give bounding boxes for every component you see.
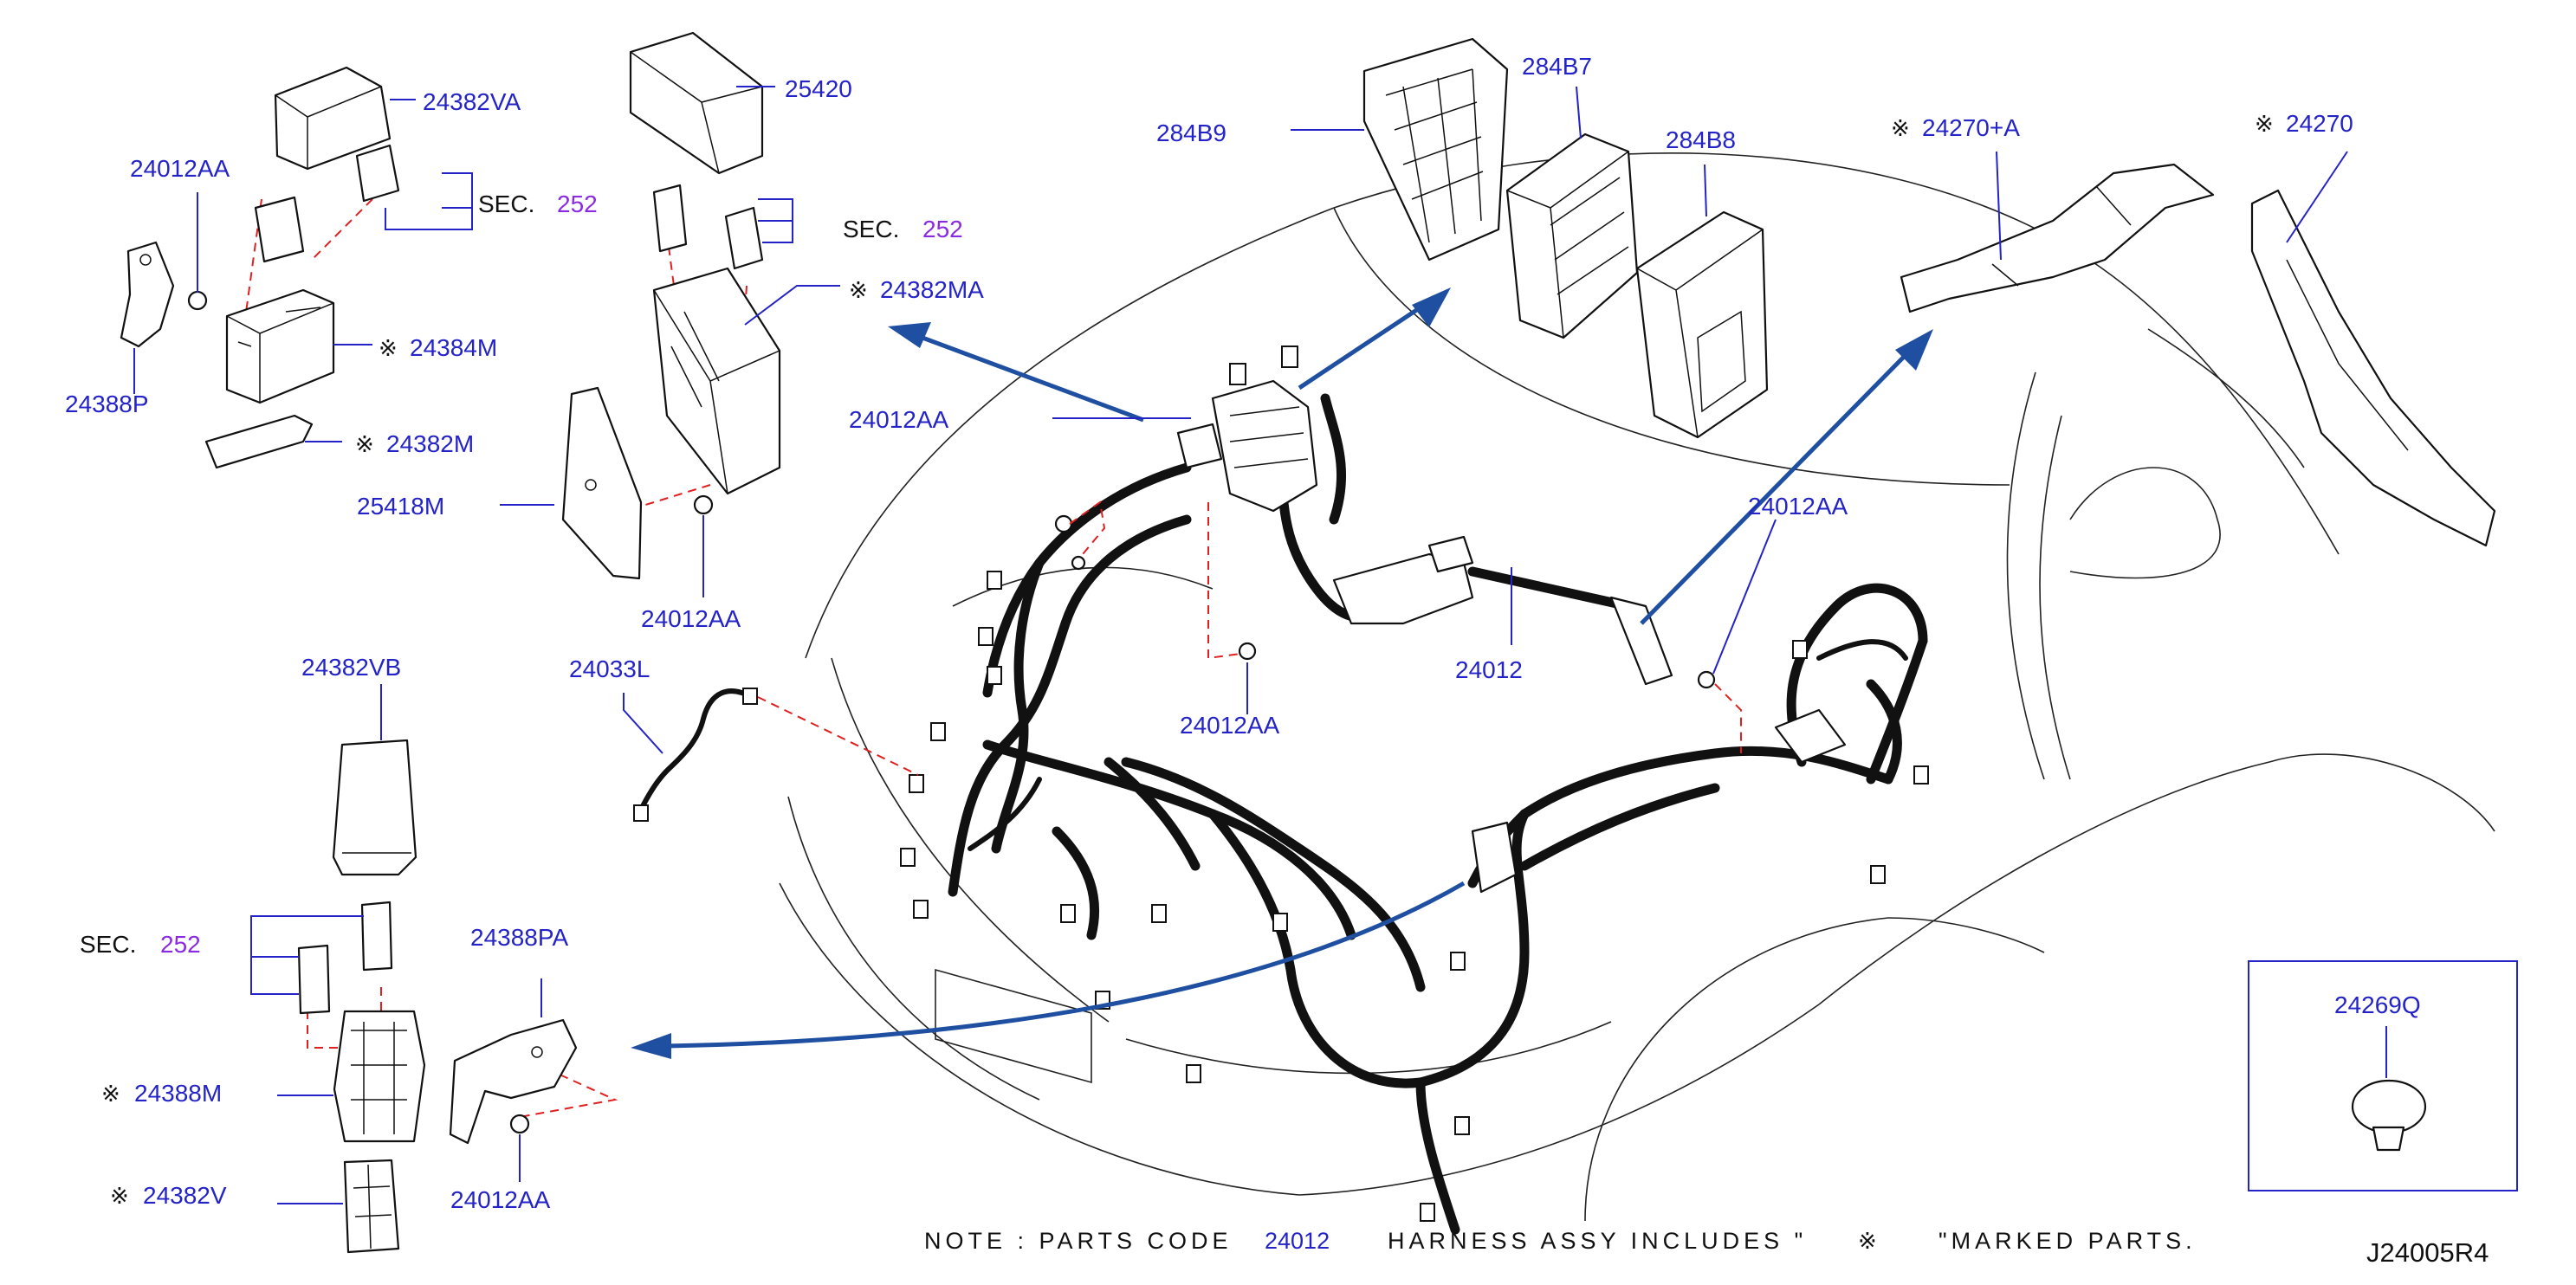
section-references: SEC. 252 SEC. 252 SEC. 252 <box>80 190 963 958</box>
label-24270: 24270 <box>2286 110 2353 137</box>
cover-25420 <box>629 31 764 175</box>
sec-label-3: SEC. <box>80 931 136 958</box>
label-25418M: 25418M <box>357 493 444 520</box>
note-mark: ※ <box>1858 1229 1877 1255</box>
label-24269Q: 24269Q <box>2334 991 2421 1018</box>
relays-small-top-left <box>254 144 400 263</box>
fuse-box-24388M <box>333 1010 426 1143</box>
bracket-24270 <box>2250 189 2496 547</box>
label-24384M: 24384M <box>410 334 497 361</box>
label-25420: 25420 <box>785 75 852 102</box>
mark-24382V: ※ <box>110 1184 129 1210</box>
leader-lines <box>133 86 2387 1204</box>
harness-24033L <box>633 688 758 822</box>
bolt-top-left <box>187 290 208 311</box>
relays-small-top-center <box>652 184 764 270</box>
sec-number-3: 252 <box>160 931 201 958</box>
bracket-24270A <box>1900 163 2215 313</box>
bracket-25418M <box>561 386 643 580</box>
label-24012AA-lower: 24012AA <box>1180 712 1280 739</box>
note-suffix: "MARKED PARTS. <box>1938 1228 2197 1254</box>
module-284B8 <box>1635 210 1769 439</box>
note-prefix: NOTE : PARTS CODE <box>924 1228 1233 1254</box>
fuse-box-24382MA <box>652 267 781 495</box>
bolt-top-center <box>693 494 714 515</box>
main-harness <box>948 393 1928 1235</box>
part-labels: 24382VA 25420 24012AA 24388P ※ 24384M ※ … <box>65 53 2421 1213</box>
bolt-bottom-left <box>509 1114 530 1134</box>
sec-number-2: 252 <box>922 216 963 242</box>
cover-24382VB <box>332 739 417 876</box>
mark-24270: ※ <box>2255 112 2274 138</box>
relay-24382VA <box>274 66 392 171</box>
label-24382MA: 24382MA <box>880 276 984 303</box>
label-24388PA: 24388PA <box>470 924 568 951</box>
sec-label-1: SEC. <box>478 190 534 217</box>
mark-24382MA: ※ <box>849 278 868 304</box>
label-24382V: 24382V <box>143 1182 227 1209</box>
sec-number-1: 252 <box>557 190 598 217</box>
label-24382M: 24382M <box>386 430 474 457</box>
mark-24388M: ※ <box>101 1082 120 1107</box>
harness-junction-box <box>1176 379 1847 894</box>
label-24012AA-top-left: 24012AA <box>130 155 230 182</box>
label-24012AA-right: 24012AA <box>1748 493 1848 520</box>
harness-bracket <box>1332 535 1673 686</box>
label-24012AA-mid: 24012AA <box>641 605 741 632</box>
label-24012AA-bottom: 24012AA <box>450 1186 551 1213</box>
label-24270A: 24270+A <box>1922 114 2020 141</box>
mark-24270A: ※ <box>1891 116 1910 142</box>
note-middle: HARNESS ASSY INCLUDES " <box>1388 1228 1807 1254</box>
sec-label-2: SEC. <box>843 216 899 242</box>
cover-24382V <box>343 1159 400 1254</box>
label-284B8: 284B8 <box>1666 126 1736 153</box>
module-284B9 <box>1362 37 1509 262</box>
label-24012AA-center: 24012AA <box>849 406 949 433</box>
label-24012: 24012 <box>1455 656 1523 683</box>
harness-connectors <box>900 345 1929 1222</box>
inset-clip-24269Q <box>2248 960 2518 1191</box>
module-284B7 <box>1505 132 1639 339</box>
relays-small-bottom-left <box>297 901 393 1015</box>
bracket-24388P <box>120 241 175 348</box>
label-284B7: 284B7 <box>1522 53 1592 80</box>
diagram-code: J24005R4 <box>2366 1237 2489 1268</box>
label-284B9: 284B9 <box>1156 119 1227 146</box>
footer-note: NOTE : PARTS CODE 24012 HARNESS ASSY INC… <box>924 1228 2197 1255</box>
bracket-24388PA <box>449 1018 578 1145</box>
vehicle-body-outline <box>779 152 2495 1222</box>
fuse-box-24384M <box>225 288 335 404</box>
label-24388P: 24388P <box>65 391 149 417</box>
label-24382VB: 24382VB <box>301 654 401 681</box>
label-24382VA: 24382VA <box>423 88 521 115</box>
label-24033L: 24033L <box>569 655 650 682</box>
harness-bolts <box>1054 514 1716 689</box>
mark-24384M: ※ <box>379 336 398 362</box>
label-24388M: 24388M <box>134 1080 222 1107</box>
mark-24382M: ※ <box>355 432 374 458</box>
cover-24382M <box>204 414 314 469</box>
note-code: 24012 <box>1265 1228 1330 1254</box>
callout-arrows <box>631 287 1933 1059</box>
